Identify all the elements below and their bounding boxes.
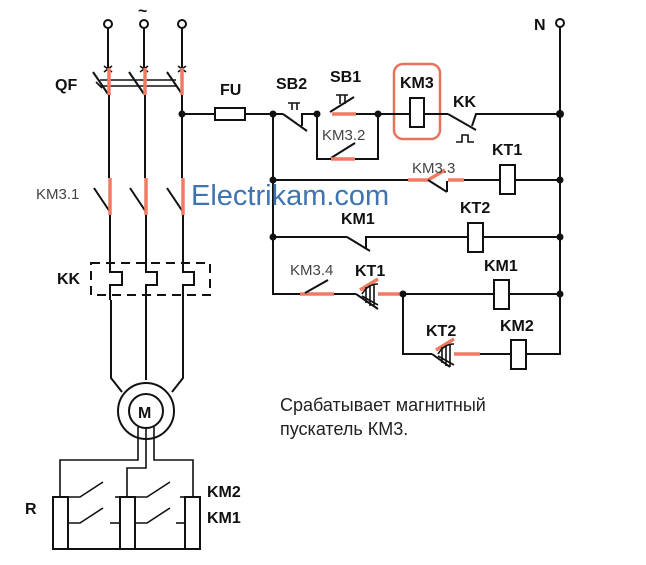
main-contacts-km3-1 [93, 178, 185, 215]
main-contact-label: KM3.1 [36, 186, 79, 203]
row4-contact-label: KM3.4 [290, 262, 333, 279]
motor-label: M [138, 405, 151, 422]
coil-km1 [493, 279, 510, 310]
resistor-contact-km1-label: KM1 [207, 510, 241, 527]
coil-kt2 [467, 222, 484, 253]
row5-coil-label: KM2 [500, 318, 534, 335]
power-circuit: ~ QF KM3.1 [25, 3, 241, 550]
coil-kt1 [499, 164, 516, 195]
breaker-label: QF [55, 77, 77, 94]
start-button-label: SB1 [330, 69, 361, 86]
breaker-qf [92, 68, 184, 95]
neutral-terminal [555, 18, 565, 28]
row4-timer-contact-label: KT1 [355, 263, 385, 280]
caption-line-1: Срабатывает магнитный [280, 395, 486, 415]
motor: M [117, 382, 175, 440]
control-circuit: N FU SB2 SB1 KM3.2 [182, 17, 565, 370]
thermal-contact-kk [447, 113, 560, 143]
stop-button-label: SB2 [276, 76, 307, 93]
phase-terminal-2 [139, 19, 149, 29]
row3-coil-label: KT2 [460, 200, 490, 217]
highlighted-coil-label: KM3 [400, 75, 434, 92]
row4-coil-label: KM1 [484, 258, 518, 275]
phase-terminal-1 [103, 19, 113, 29]
row2-coil-label: KT1 [492, 142, 522, 159]
thermal-relay-kk [90, 262, 211, 300]
timer-contact-kt2 [431, 337, 480, 368]
row2-contact-label: KM3.3 [412, 160, 455, 177]
resistor-contact-km2-label: KM2 [207, 484, 241, 501]
coil-km2 [510, 339, 527, 370]
caption-line-2: пускатель КМ3. [280, 419, 408, 439]
start-button-sb1 [329, 94, 378, 116]
thermal-relay-label: KK [57, 271, 81, 288]
selfhold-contact-label: KM3.2 [322, 127, 365, 144]
watermark: Electrikam.com [191, 180, 389, 212]
row5-timer-contact-label: KT2 [426, 323, 456, 340]
stop-button-sb2 [273, 102, 317, 132]
fuse-label: FU [220, 82, 241, 99]
neutral-label: N [534, 17, 546, 34]
timer-contact-kt1 [355, 277, 400, 310]
km3-highlight-frame [392, 62, 442, 141]
ac-symbol: ~ [138, 3, 147, 20]
row3-contact-label: KM1 [341, 211, 375, 228]
coil-km3 [409, 97, 425, 128]
phase-terminal-3 [177, 19, 187, 29]
thermal-contact-label: KK [453, 94, 477, 111]
fuse-fu [214, 107, 246, 121]
resistor-label: R [25, 501, 37, 518]
rotor-resistors [52, 481, 201, 550]
